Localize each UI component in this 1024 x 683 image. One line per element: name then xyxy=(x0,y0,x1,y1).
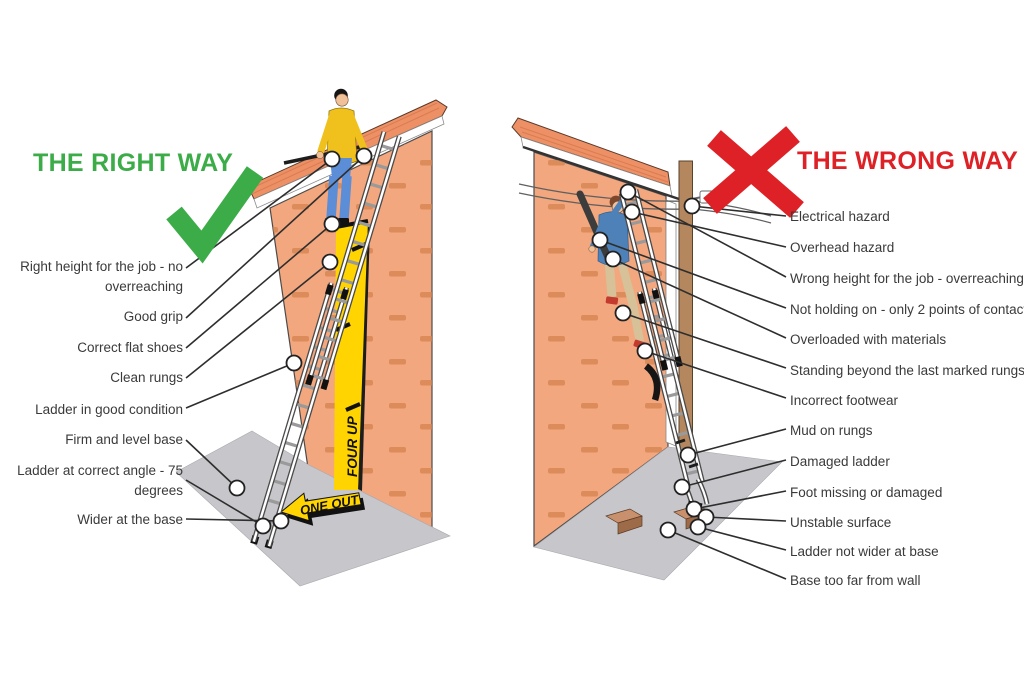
callout-marker xyxy=(689,518,707,536)
callout-marker xyxy=(254,517,272,535)
left-callout-markers xyxy=(228,147,373,535)
callout-marker xyxy=(636,342,654,360)
label-not-holding-on: Not holding on - only 2 points of contac… xyxy=(790,302,1024,317)
label-mud-on-rungs: Mud on rungs xyxy=(790,423,873,438)
label-electrical-hazard: Electrical hazard xyxy=(790,209,890,224)
callout-line xyxy=(627,191,787,278)
callout-marker xyxy=(623,203,641,221)
callout-line xyxy=(693,490,787,510)
callout-marker xyxy=(323,150,341,168)
callout-marker xyxy=(272,512,290,530)
callout-marker xyxy=(659,521,677,539)
right-worker-shoe xyxy=(605,296,619,305)
right-scene xyxy=(511,117,804,581)
left-ladder xyxy=(250,131,402,550)
callout-marker xyxy=(323,215,341,233)
callout-line xyxy=(705,516,787,522)
callout-line xyxy=(185,155,365,319)
callout-line xyxy=(185,223,333,349)
label-incorrect-footwear: Incorrect footwear xyxy=(790,393,899,408)
right-gutter xyxy=(522,145,695,206)
damaged-rail xyxy=(643,363,661,401)
label-clean-rungs: Clean rungs xyxy=(110,370,183,385)
label-overloaded: Overloaded with materials xyxy=(790,332,947,347)
label-unstable-surface: Unstable surface xyxy=(790,515,892,530)
callout-marker xyxy=(685,500,703,518)
label-damaged-ladder: Damaged ladder xyxy=(790,454,890,469)
callout-line xyxy=(599,239,787,309)
callout-line xyxy=(691,205,787,217)
callout-marker xyxy=(285,354,303,372)
callout-line xyxy=(697,526,787,551)
loose-brick xyxy=(605,508,643,535)
callout-marker xyxy=(604,250,622,268)
callout-line xyxy=(622,312,787,369)
power-line xyxy=(518,192,772,224)
callout-line xyxy=(631,211,787,248)
right-ground xyxy=(533,446,783,581)
cross-icon xyxy=(703,126,804,218)
left-scene: FOUR UP ONE OUT xyxy=(166,88,451,587)
four-up-band: FOUR UP xyxy=(334,219,370,491)
four-up-label: FOUR UP xyxy=(345,415,360,477)
callout-marker xyxy=(683,197,701,215)
callout-line xyxy=(667,529,787,580)
callout-line xyxy=(185,362,295,409)
callout-marker xyxy=(321,253,339,271)
check-icon xyxy=(166,166,264,264)
right-callout-lines xyxy=(599,191,787,580)
right-way-title: THE RIGHT WAY xyxy=(33,149,234,177)
callout-line xyxy=(681,459,787,488)
label-ladder-good-condition: Ladder in good condition xyxy=(35,402,183,417)
label-firm-level-base: Firm and level base xyxy=(65,432,183,447)
label-wrong-height: Wrong height for the job - overreaching xyxy=(790,271,1024,286)
label-standing-beyond: Standing beyond the last marked rungs xyxy=(790,363,1024,378)
callout-marker xyxy=(355,147,373,165)
callout-marker xyxy=(591,231,609,249)
callout-marker xyxy=(619,183,637,201)
left-callout-lines xyxy=(185,155,365,527)
callout-line xyxy=(185,439,238,489)
callout-marker xyxy=(673,478,691,496)
callout-line xyxy=(185,479,264,527)
right-roof-tile-line xyxy=(519,126,667,178)
left-worker-hand xyxy=(316,151,324,159)
callout-marker xyxy=(614,304,632,322)
callout-marker xyxy=(679,446,697,464)
label-good-grip: Good grip xyxy=(123,309,183,324)
callout-line xyxy=(612,258,787,339)
label-overhead-hazard: Overhead hazard xyxy=(790,240,895,255)
label-correct-angle: Ladder at correct angle - 75 degrees xyxy=(17,463,183,498)
right-roof-tile-line xyxy=(521,131,669,183)
callout-line xyxy=(687,428,787,456)
label-foot-missing: Foot missing or damaged xyxy=(790,485,943,500)
wrong-way-title: THE WRONG WAY xyxy=(797,147,1019,175)
callout-marker xyxy=(228,479,246,497)
label-correct-flat-shoes: Correct flat shoes xyxy=(77,340,183,355)
left-worker xyxy=(317,88,368,225)
label-not-wider-at-base: Ladder not wider at base xyxy=(790,544,939,559)
materials-plank xyxy=(576,190,614,266)
label-wider-at-base: Wider at the base xyxy=(77,512,183,527)
callout-line xyxy=(185,261,331,379)
label-right-height: Right height for the job - no overreachi… xyxy=(20,259,183,294)
right-callout-markers xyxy=(591,183,715,539)
power-line xyxy=(518,183,772,217)
callout-line xyxy=(644,350,787,399)
label-base-too-far: Base too far from wall xyxy=(790,573,921,588)
